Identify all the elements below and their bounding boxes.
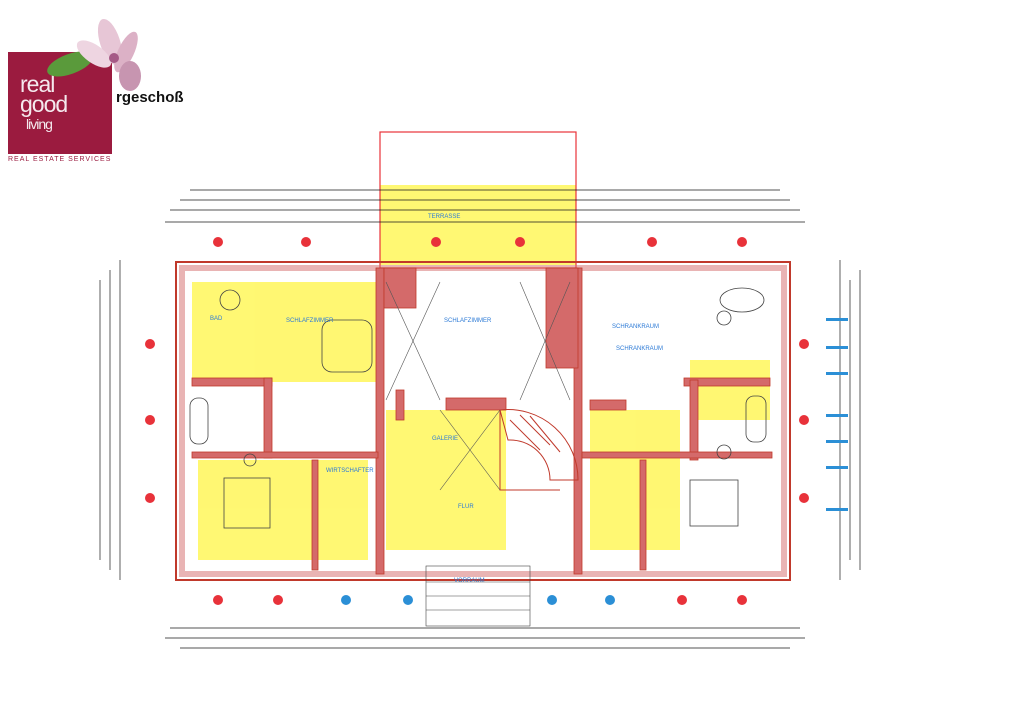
orchid-logo-icon <box>47 18 141 91</box>
window-schedule <box>826 318 848 511</box>
axis-markers <box>145 237 809 605</box>
logo-line-2: good <box>20 91 68 117</box>
fixtures <box>189 287 767 529</box>
room-label-sleep-main: SCHLAFZIMMER <box>444 318 492 324</box>
interior-walls <box>191 267 773 575</box>
spiral-stair <box>499 409 579 491</box>
outer-walls <box>175 261 791 581</box>
logo-wordmark: real good living <box>20 71 68 134</box>
highlight-zones <box>192 185 770 560</box>
room-label-housekeeping: WIRTSCHAFTER <box>326 468 374 474</box>
room-label-bath-left: BAD <box>210 316 223 322</box>
logo-line-1: real <box>20 71 55 97</box>
logo-tagline: REAL ESTATE SERVICES <box>8 156 112 163</box>
room-label-landing: VORRAUM <box>454 578 485 584</box>
room-label-corridor: FLUR <box>458 504 474 510</box>
logo-line-3: living <box>26 116 53 132</box>
room-labels: TERRASSE BAD SCHLAFZIMMER SCHLAFZIMMER S… <box>210 214 663 584</box>
dimension-lines <box>99 189 861 649</box>
room-label-terrace: TERRASSE <box>428 214 460 220</box>
room-label-dressing-2: SCHRANKRAUM <box>616 346 663 352</box>
room-label-gallery: GALERIE <box>432 436 458 442</box>
room-label-dressing: SCHRANKRAUM <box>612 324 659 330</box>
page-title: rgeschoß <box>116 89 184 106</box>
entrance-steps <box>425 565 531 627</box>
room-label-bedroom-left: SCHLAFZIMMER <box>286 318 334 324</box>
void-markers <box>385 281 571 491</box>
